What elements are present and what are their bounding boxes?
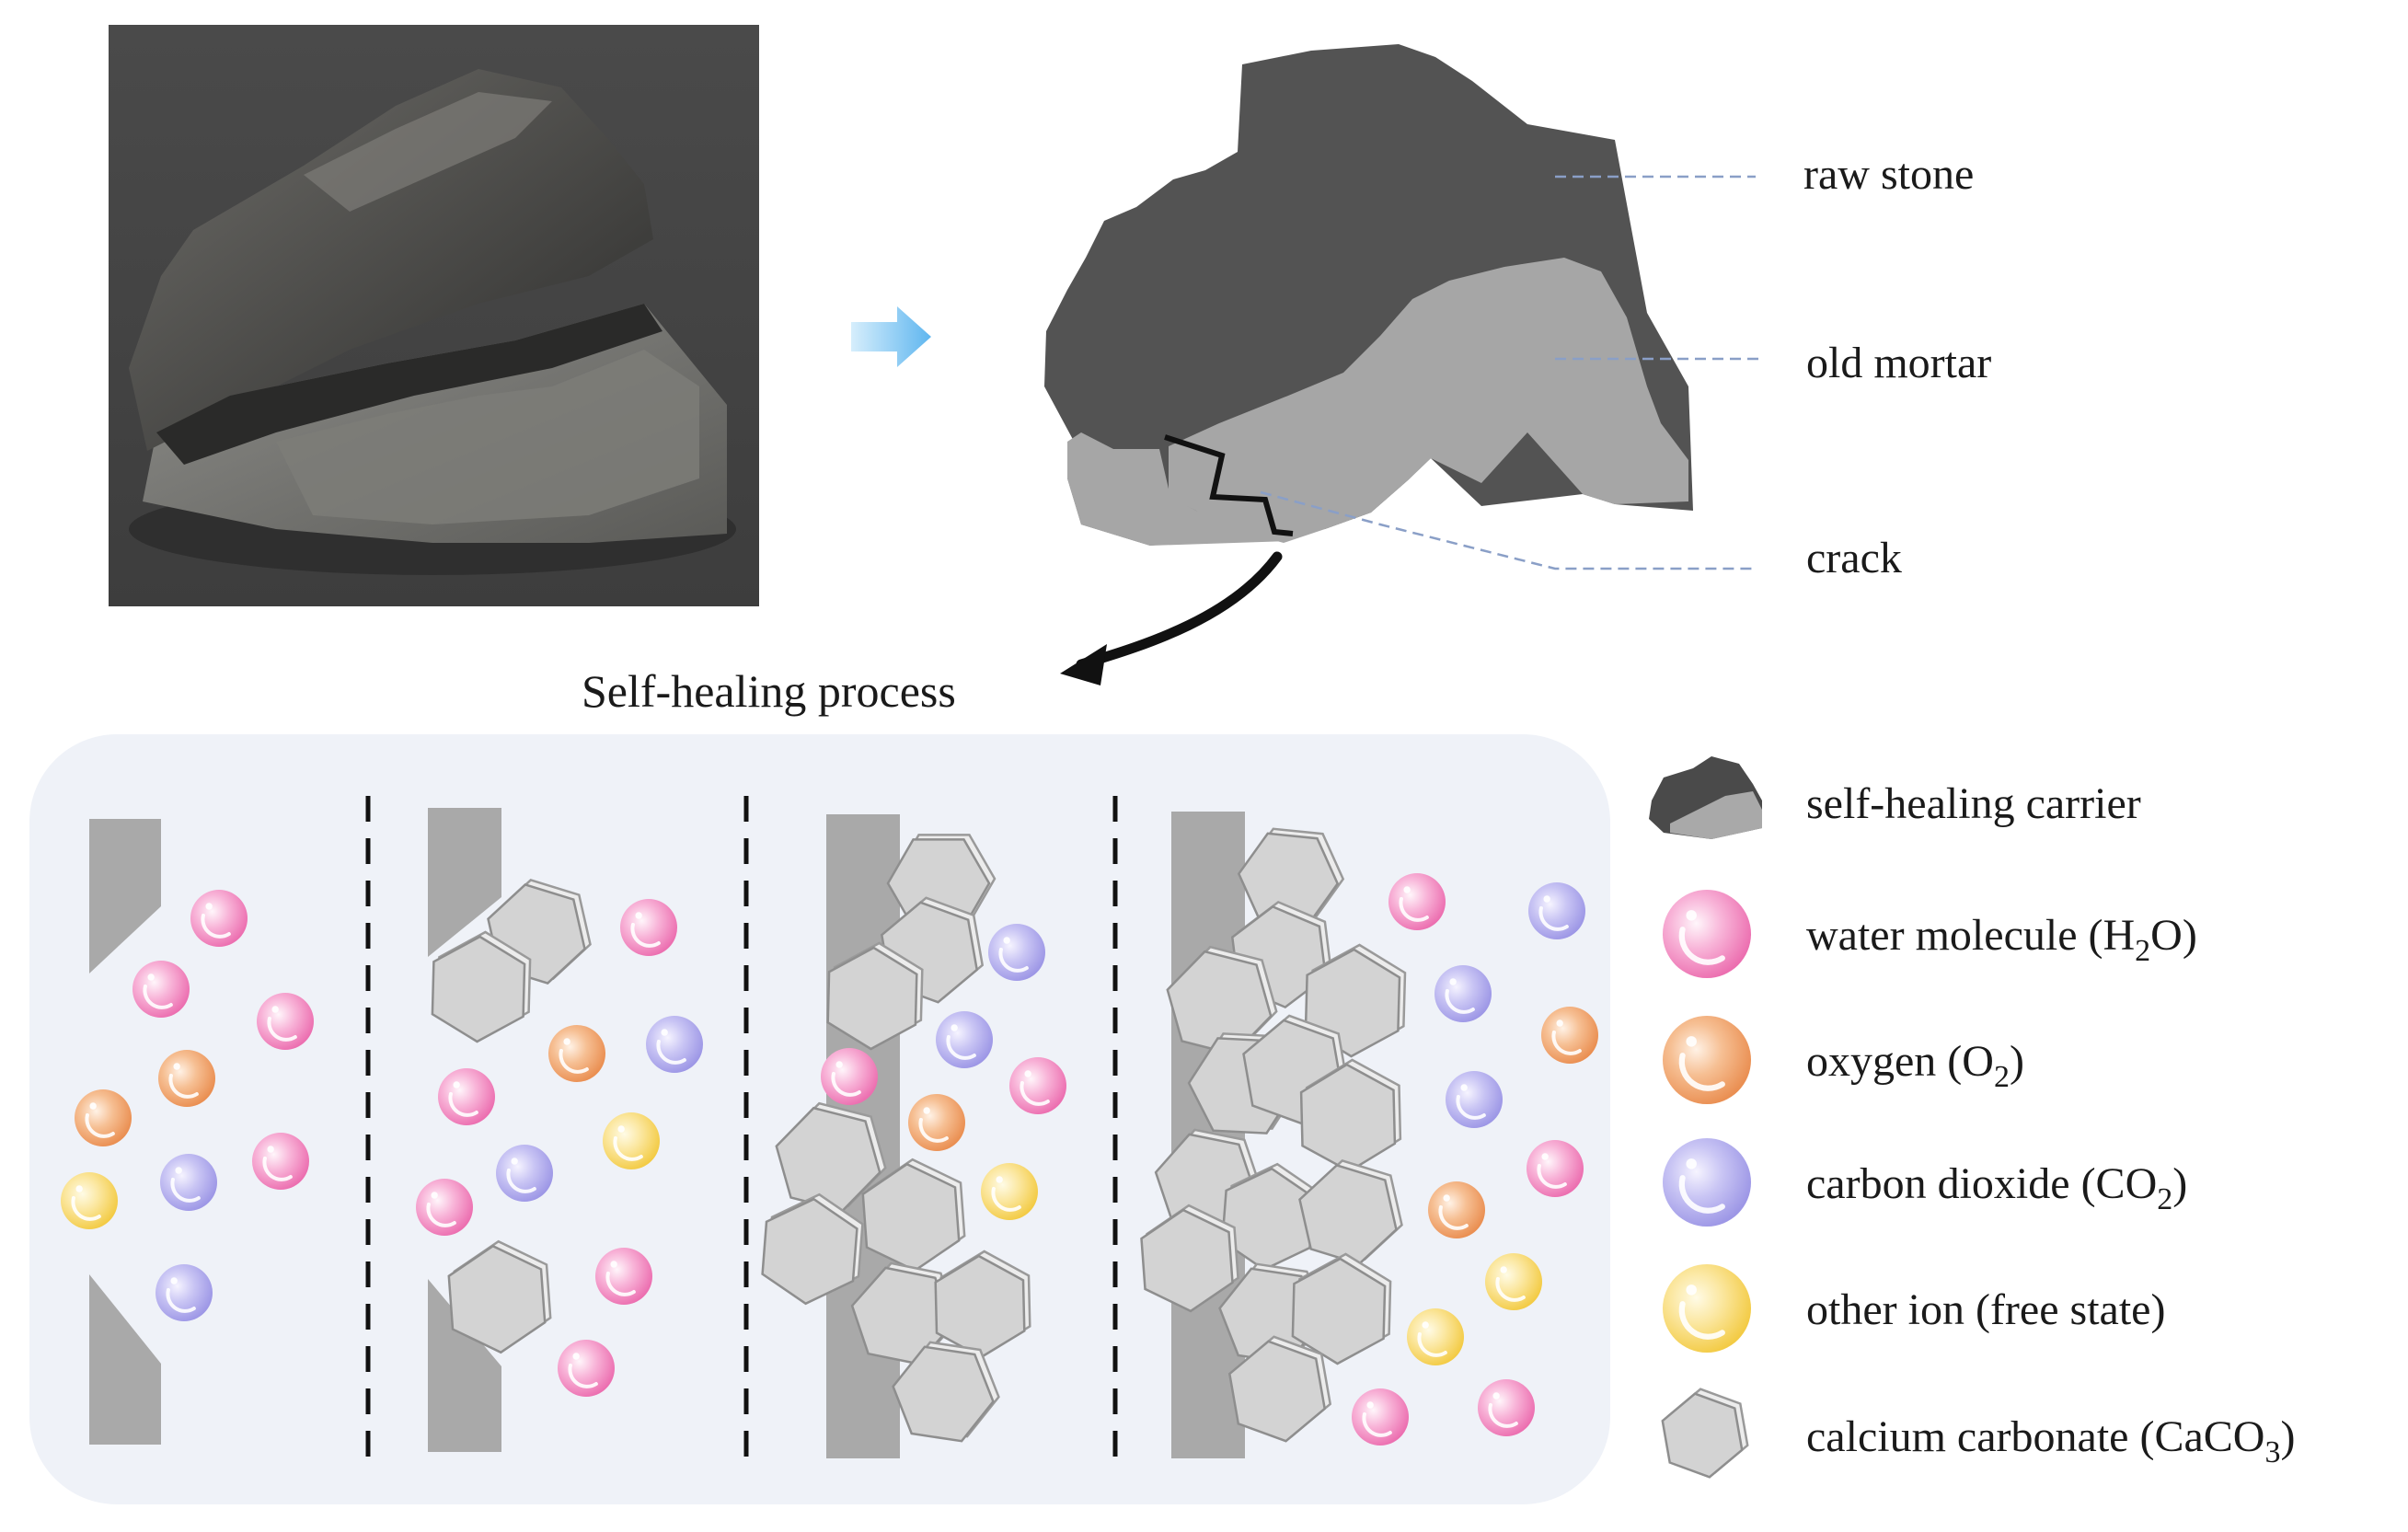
water-sphere: [1527, 1140, 1584, 1197]
rock-photo: [109, 25, 759, 606]
oxygen-sphere: [1663, 1016, 1751, 1104]
process-label: Self-healing process: [582, 665, 956, 717]
water-sphere: [595, 1248, 652, 1305]
stage-dividers: [365, 796, 1118, 1458]
ion-sphere: [1485, 1253, 1542, 1310]
wall-stage-2-top: [428, 808, 501, 957]
co2-sphere: [988, 924, 1045, 981]
ion-spheres: [61, 873, 1598, 1446]
calcium-carbonate-crystal: [1291, 1252, 1392, 1365]
legend-label-co2: carbon dioxide (CO2): [1806, 1159, 2187, 1216]
oxygen-sphere: [75, 1089, 132, 1146]
water-sphere: [1478, 1379, 1535, 1436]
schematic-stone: [1044, 44, 1693, 546]
oxygen-sphere: [908, 1094, 965, 1151]
oxygen-sphere: [1541, 1007, 1598, 1064]
legend-label-ion: other ion (free state): [1806, 1285, 2165, 1334]
calcium-carbonate-crystal: [861, 1158, 966, 1273]
calcium-carbonate-crystal: [447, 1239, 552, 1354]
calcium-carbonate-crystal: [934, 1250, 1031, 1359]
wall-stage-2-bottom: [428, 1279, 501, 1452]
co2-sphere: [1446, 1071, 1503, 1128]
oxygen-sphere: [158, 1050, 215, 1107]
legend-label-caco3: calcium carbonate (CaCO3): [1806, 1412, 2295, 1469]
co2-sphere: [1663, 1138, 1751, 1227]
legend-label-water: water molecule (H2O): [1806, 911, 2197, 968]
old-mortar-label: old mortar: [1806, 339, 1991, 387]
water-sphere: [252, 1133, 309, 1190]
calcium-carbonate-crystal: [1227, 1335, 1332, 1443]
water-sphere: [438, 1068, 495, 1125]
crack-line: [1164, 434, 1294, 536]
right-arrow-icon: [851, 306, 931, 367]
rock-icon: [1649, 756, 1762, 839]
calcium-carbonate-crystal: [431, 930, 532, 1043]
co2-sphere: [1528, 882, 1585, 939]
calcium-carbonate-crystal: [1140, 1204, 1239, 1313]
oxygen-sphere: [548, 1025, 605, 1082]
calcium-carbonate-crystal: [775, 1101, 887, 1213]
oxygen-sphere: [1428, 1181, 1485, 1238]
legend-label-carrier: self-healing carrier: [1806, 779, 2141, 828]
water-sphere: [132, 961, 190, 1018]
calcium-carbonate-crystal: [826, 941, 924, 1051]
legend: self-healing carrier water molecule (H2O)…: [1649, 756, 2295, 1479]
calcium-carbonate-crystal: [1237, 827, 1345, 926]
water-sphere: [416, 1179, 473, 1236]
old-mortar-region: [1169, 258, 1688, 543]
calcium-carbonate-crystal: [892, 1341, 1000, 1443]
wall-stage-1-top: [89, 819, 161, 973]
water-sphere: [1352, 1388, 1409, 1446]
co2-sphere: [1434, 965, 1492, 1022]
water-sphere: [190, 890, 248, 947]
ion-sphere: [981, 1163, 1038, 1220]
legend-label-oxygen: oxygen (O2): [1806, 1037, 2024, 1094]
process-arrow-icon: [1060, 551, 1283, 685]
ion-sphere: [61, 1172, 118, 1229]
water-sphere: [558, 1340, 615, 1397]
water-sphere: [257, 993, 314, 1050]
water-sphere: [1663, 890, 1751, 978]
calcium-carbonate-crystal: [1661, 1388, 1749, 1479]
co2-sphere: [496, 1145, 553, 1202]
water-sphere: [821, 1048, 878, 1105]
crack-label: crack: [1806, 534, 1902, 582]
co2-sphere: [156, 1264, 213, 1321]
calcium-carbonate-crystal: [886, 834, 997, 928]
calcium-carbonate-crystal: [1299, 1058, 1402, 1173]
co2-sphere: [160, 1154, 217, 1211]
water-sphere: [1388, 873, 1446, 930]
water-sphere: [620, 899, 677, 956]
co2-sphere: [936, 1011, 993, 1068]
ion-sphere: [603, 1112, 660, 1169]
raw-stone-label: raw stone: [1803, 150, 1974, 199]
calcium-carbonate-crystals: [431, 827, 1407, 1443]
water-sphere: [1009, 1057, 1066, 1114]
ion-sphere: [1663, 1264, 1751, 1353]
calcium-carbonate-crystal: [761, 1192, 864, 1306]
ion-sphere: [1407, 1308, 1464, 1365]
calcium-carbonate-crystal: [850, 1261, 959, 1365]
leader-lines: [1260, 175, 1762, 570]
co2-sphere: [646, 1016, 703, 1073]
wall-stage-1-bottom: [89, 1274, 161, 1445]
annotation-labels: raw stone old mortar crack: [1803, 150, 1991, 582]
calcium-carbonate-crystal: [1166, 945, 1278, 1056]
